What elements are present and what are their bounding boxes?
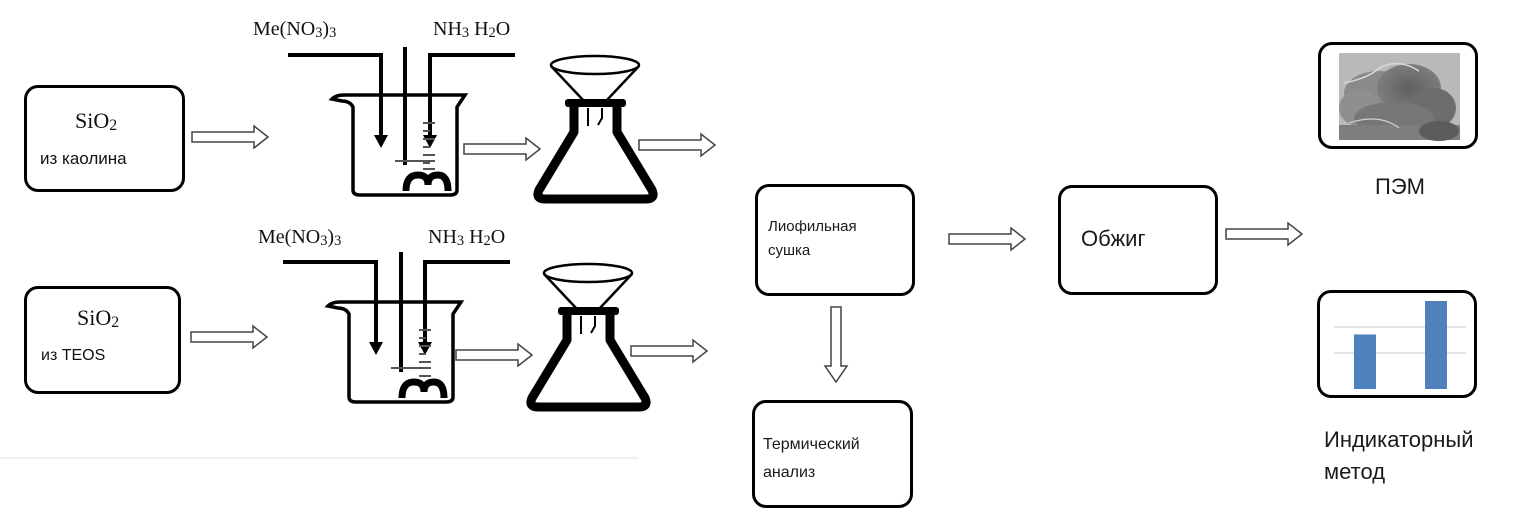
reagent-sub: 3 [456, 232, 465, 249]
input-box-teos: SiO2 из TEOS [24, 286, 181, 394]
step-label-line: Термический [763, 436, 860, 453]
step-box-calcination: Обжиг [1058, 185, 1218, 295]
step-label-line: Лиофильная [768, 218, 857, 235]
source-label: из каолина [40, 149, 127, 168]
reagent-sub: 3 [315, 24, 323, 41]
source-label: из TEOS [41, 347, 106, 364]
output-label-line: Индикаторный [1324, 427, 1474, 452]
flask-with-funnel-icon [533, 54, 658, 204]
reagent-sub: 3 [320, 232, 328, 249]
reagent-sub: 2 [488, 24, 496, 41]
reagent-sub: 3 [461, 24, 470, 41]
mini-bar-chart [1334, 301, 1466, 389]
reagent-sub: 3 [334, 232, 342, 249]
reagent-text: O [490, 226, 506, 248]
mini-bar [1425, 301, 1447, 389]
formula-sub: 2 [109, 116, 118, 134]
beaker-icon [283, 252, 510, 404]
reagent-text: NH [428, 226, 457, 248]
formula-sub: 2 [111, 313, 120, 331]
output-label-indicator: Индикаторный метод [1324, 424, 1474, 488]
reagent-metal-nitrate: Me(NO3)3 [258, 226, 341, 249]
reagent-text: H [464, 226, 484, 248]
beaker-icon [288, 47, 515, 197]
step-label: Лиофильная сушка [768, 215, 857, 263]
reagent-sub: 3 [329, 24, 337, 41]
arrow-right-icon [948, 226, 1027, 252]
output-label-tem: ПЭМ [1375, 174, 1425, 199]
input-box-kaolin: SiO2 из каолина [24, 85, 185, 192]
formula-sio2: SiO2 [77, 305, 119, 331]
output-label-line: метод [1324, 459, 1386, 484]
step-box-thermal-analysis: Термический анализ [752, 400, 913, 508]
reagent-text: NH [433, 18, 462, 40]
arrow-right-icon [191, 124, 270, 150]
step-label: Термический анализ [763, 431, 860, 487]
reagent-ammonia: NH3 H2O [433, 18, 510, 41]
arrow-right-icon [455, 342, 534, 368]
tem-micrograph-image [1339, 53, 1460, 141]
reagent-text: Me(NO [253, 18, 316, 40]
reagent-text: ) [327, 226, 335, 248]
reagent-sub: 2 [483, 232, 491, 249]
output-box-indicator [1317, 290, 1477, 398]
reagent-ammonia: NH3 H2O [428, 226, 505, 249]
step-label-line: анализ [763, 464, 816, 481]
flask-with-funnel-icon [526, 262, 651, 412]
step-label-line: сушка [768, 242, 811, 259]
reagent-text: Me(NO [258, 226, 321, 248]
arrow-right-icon [638, 132, 717, 158]
formula-sio2: SiO2 [75, 108, 117, 134]
arrow-right-icon [1225, 221, 1304, 247]
output-box-tem [1318, 42, 1478, 149]
reagent-text: H [469, 18, 489, 40]
mini-bar [1354, 334, 1376, 389]
formula-main: SiO [77, 305, 112, 330]
arrow-right-icon [190, 324, 269, 350]
arrow-down-icon [823, 306, 849, 384]
formula-main: SiO [75, 108, 110, 133]
reagent-text: O [495, 18, 511, 40]
step-box-freeze-drying: Лиофильная сушка [755, 184, 915, 296]
step-label: Обжиг [1081, 226, 1146, 251]
arrow-right-icon [463, 136, 542, 162]
divider [0, 457, 638, 459]
arrow-right-icon [630, 338, 709, 364]
reagent-metal-nitrate: Me(NO3)3 [253, 18, 336, 41]
reagent-text: ) [322, 18, 330, 40]
